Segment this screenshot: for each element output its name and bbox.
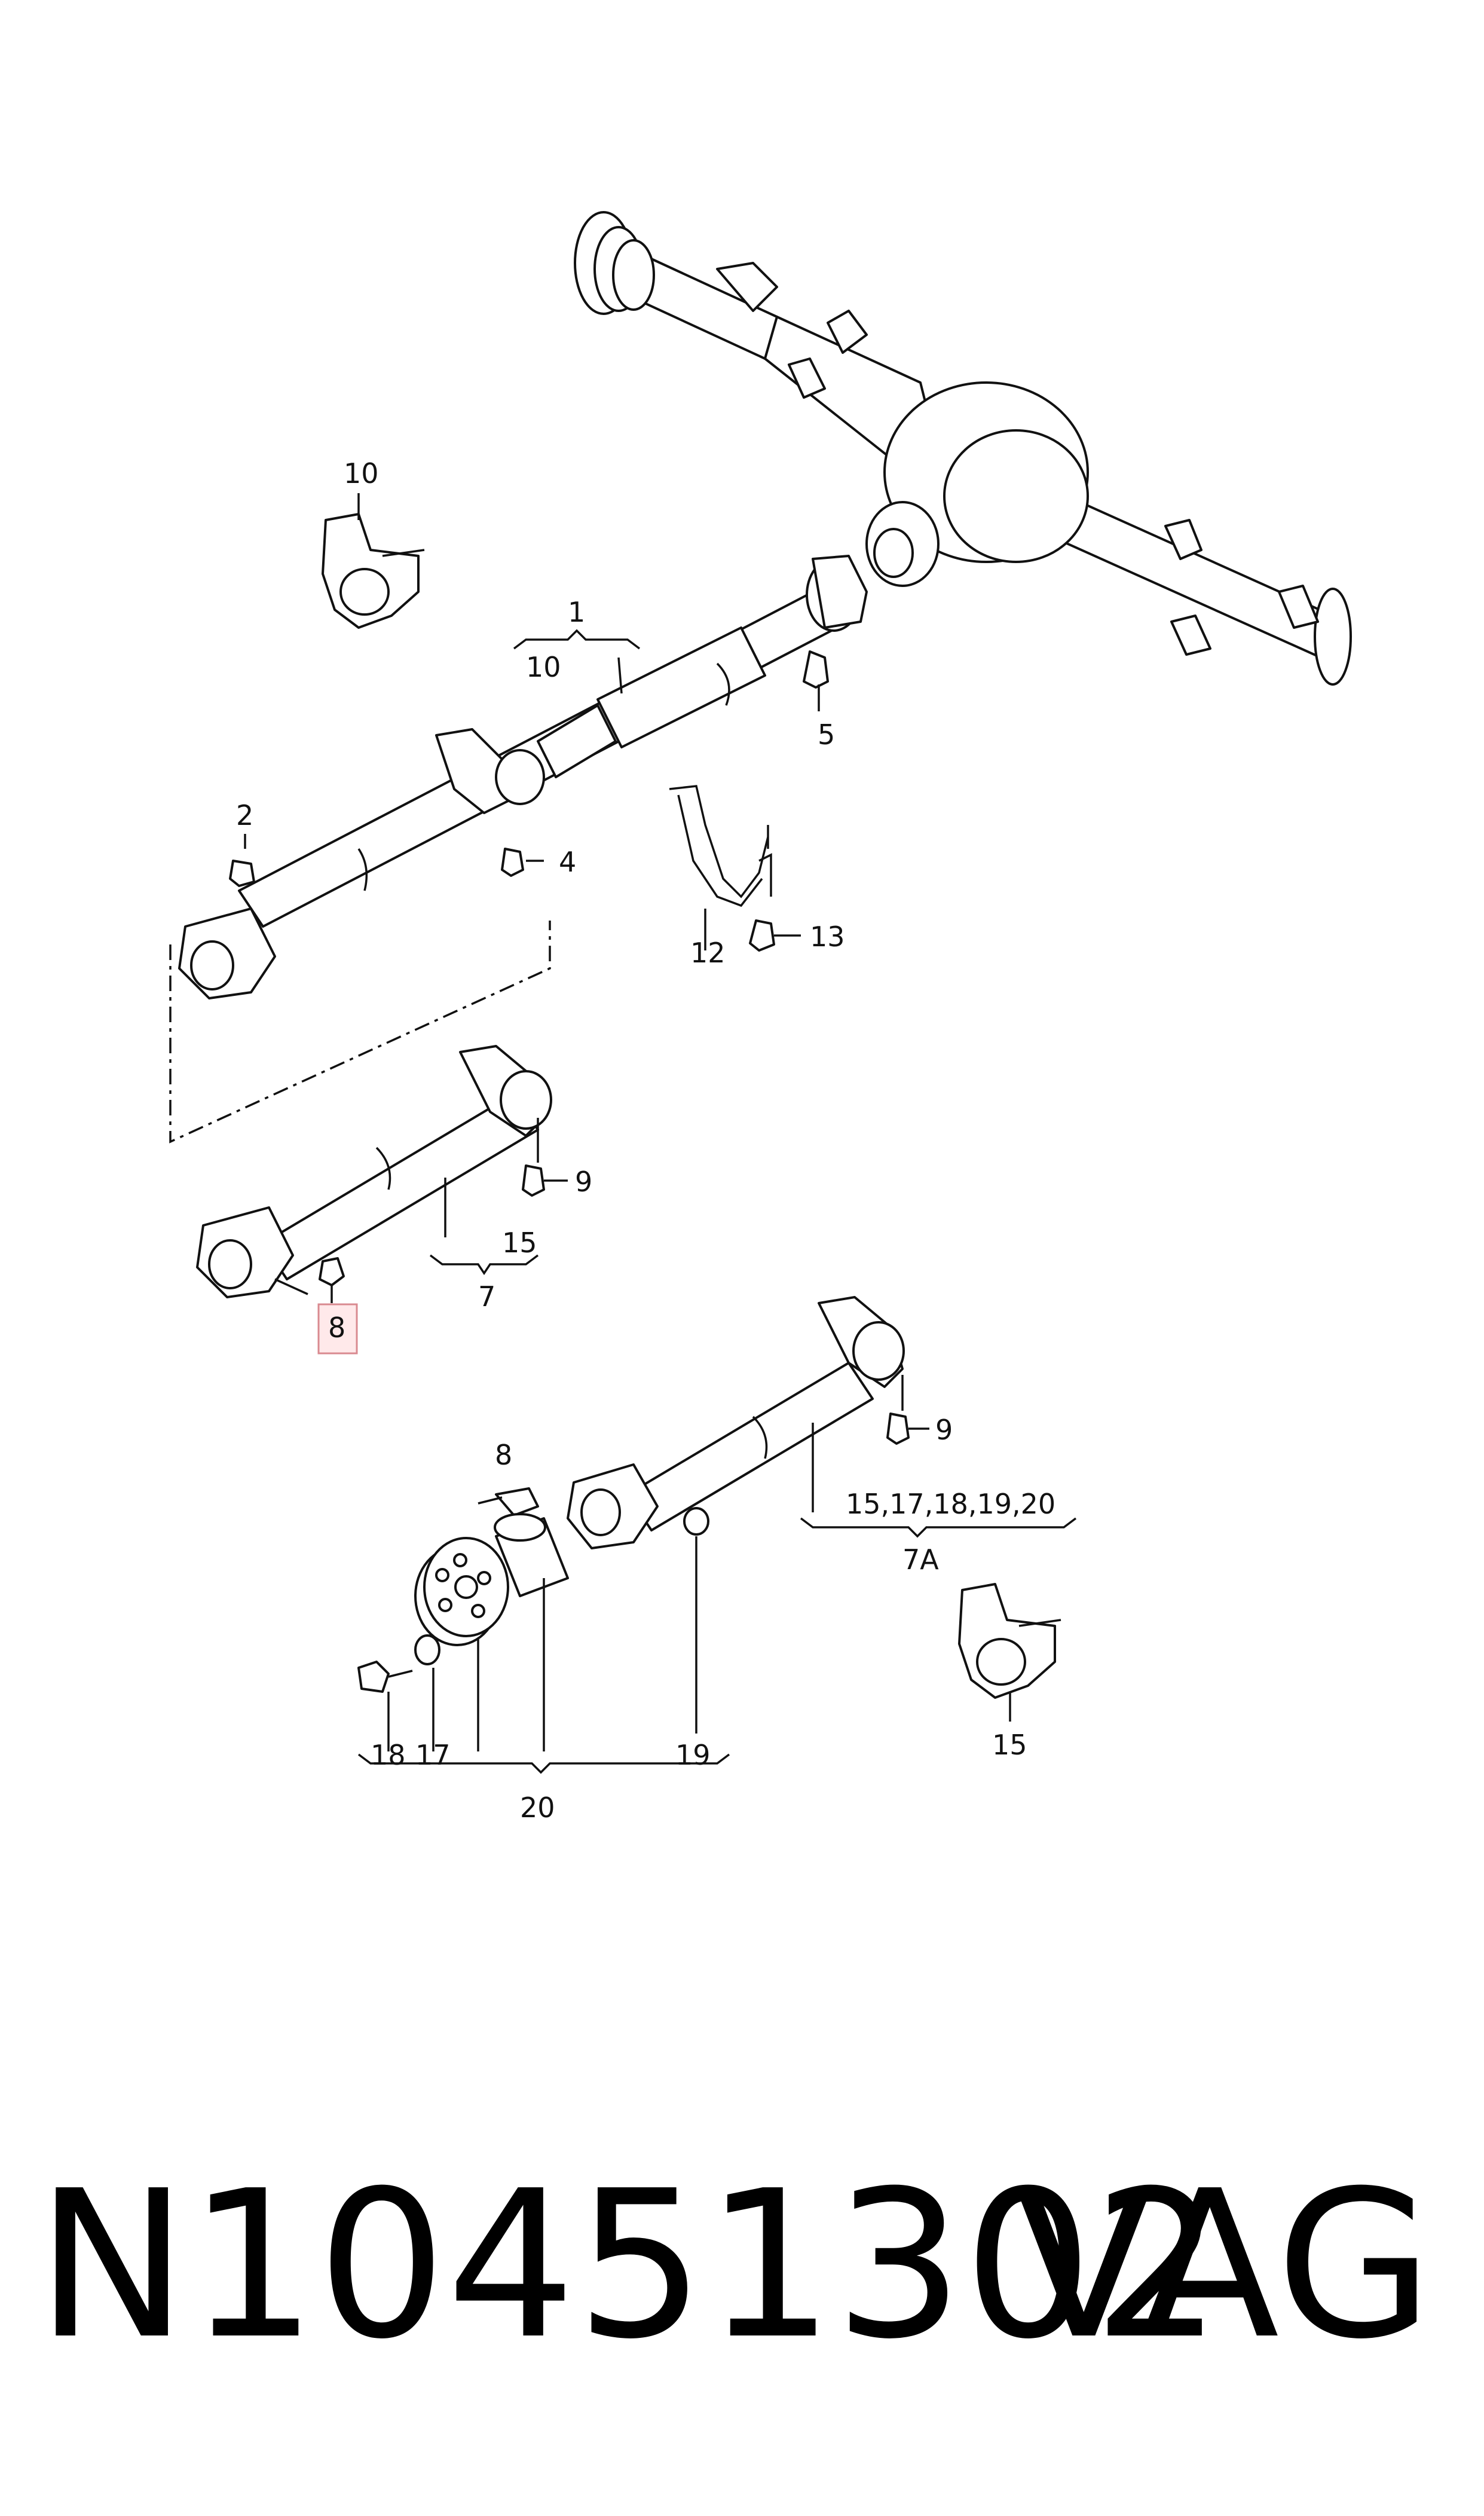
label-2: 2 <box>236 799 253 831</box>
leader-lines <box>357 493 1077 1774</box>
part-number: N10451302 <box>36 2147 1222 2384</box>
label-8: 8 <box>495 1439 512 1471</box>
exploded-parts-diagram: 10 1 10 5 2 4 12 13 9 15 7 8 9 8 15,17,1… <box>169 211 1352 1824</box>
label-4: 4 <box>559 846 576 878</box>
center-bearing-10 <box>322 513 425 629</box>
reference-frame <box>169 921 551 1144</box>
propshaft-7 <box>196 1045 552 1298</box>
label-18: 18 <box>371 1739 406 1771</box>
flex-disc-assembly-20 <box>357 1487 697 1751</box>
label-1: 1 <box>568 596 585 628</box>
label-7: 7 <box>478 1280 495 1313</box>
propshaft-7a <box>567 1296 905 1549</box>
label-15-lower: 15 <box>992 1729 1027 1761</box>
label-9-lower: 9 <box>935 1414 953 1446</box>
label-9-upper: 9 <box>575 1166 592 1198</box>
label-12: 12 <box>690 937 726 969</box>
bolt-4 <box>501 848 544 877</box>
label-19: 19 <box>675 1739 711 1771</box>
label-7a: 7A <box>902 1543 939 1576</box>
bolt-8 <box>319 1257 345 1303</box>
brand-name: VAG <box>1014 2147 1433 2384</box>
label-17: 17 <box>415 1739 451 1771</box>
highlight-box-8 <box>317 1303 358 1355</box>
rear-axle-assembly <box>574 211 1352 686</box>
footer: N10451302 VAG <box>0 2140 1484 2391</box>
bolt-5 <box>803 650 829 711</box>
label-5: 5 <box>818 719 835 751</box>
label-10-bearing: 10 <box>344 457 379 490</box>
center-bearing-15 <box>958 1583 1061 1722</box>
label-8-highlighted: 8 <box>328 1312 345 1344</box>
label-13: 13 <box>810 921 845 953</box>
bolt-9-upper <box>522 1118 568 1197</box>
label-10-shaft: 10 <box>526 651 561 683</box>
label-15-upper: 15 <box>502 1227 537 1259</box>
label-20: 20 <box>520 1792 555 1824</box>
bolt-2 <box>229 834 255 887</box>
bolt-9-lower <box>886 1375 929 1445</box>
bolt-13 <box>749 919 801 952</box>
label-7a-list: 15,17,18,19,20 <box>846 1488 1055 1520</box>
propshaft-1 <box>178 555 868 999</box>
strap-12 <box>669 785 772 933</box>
